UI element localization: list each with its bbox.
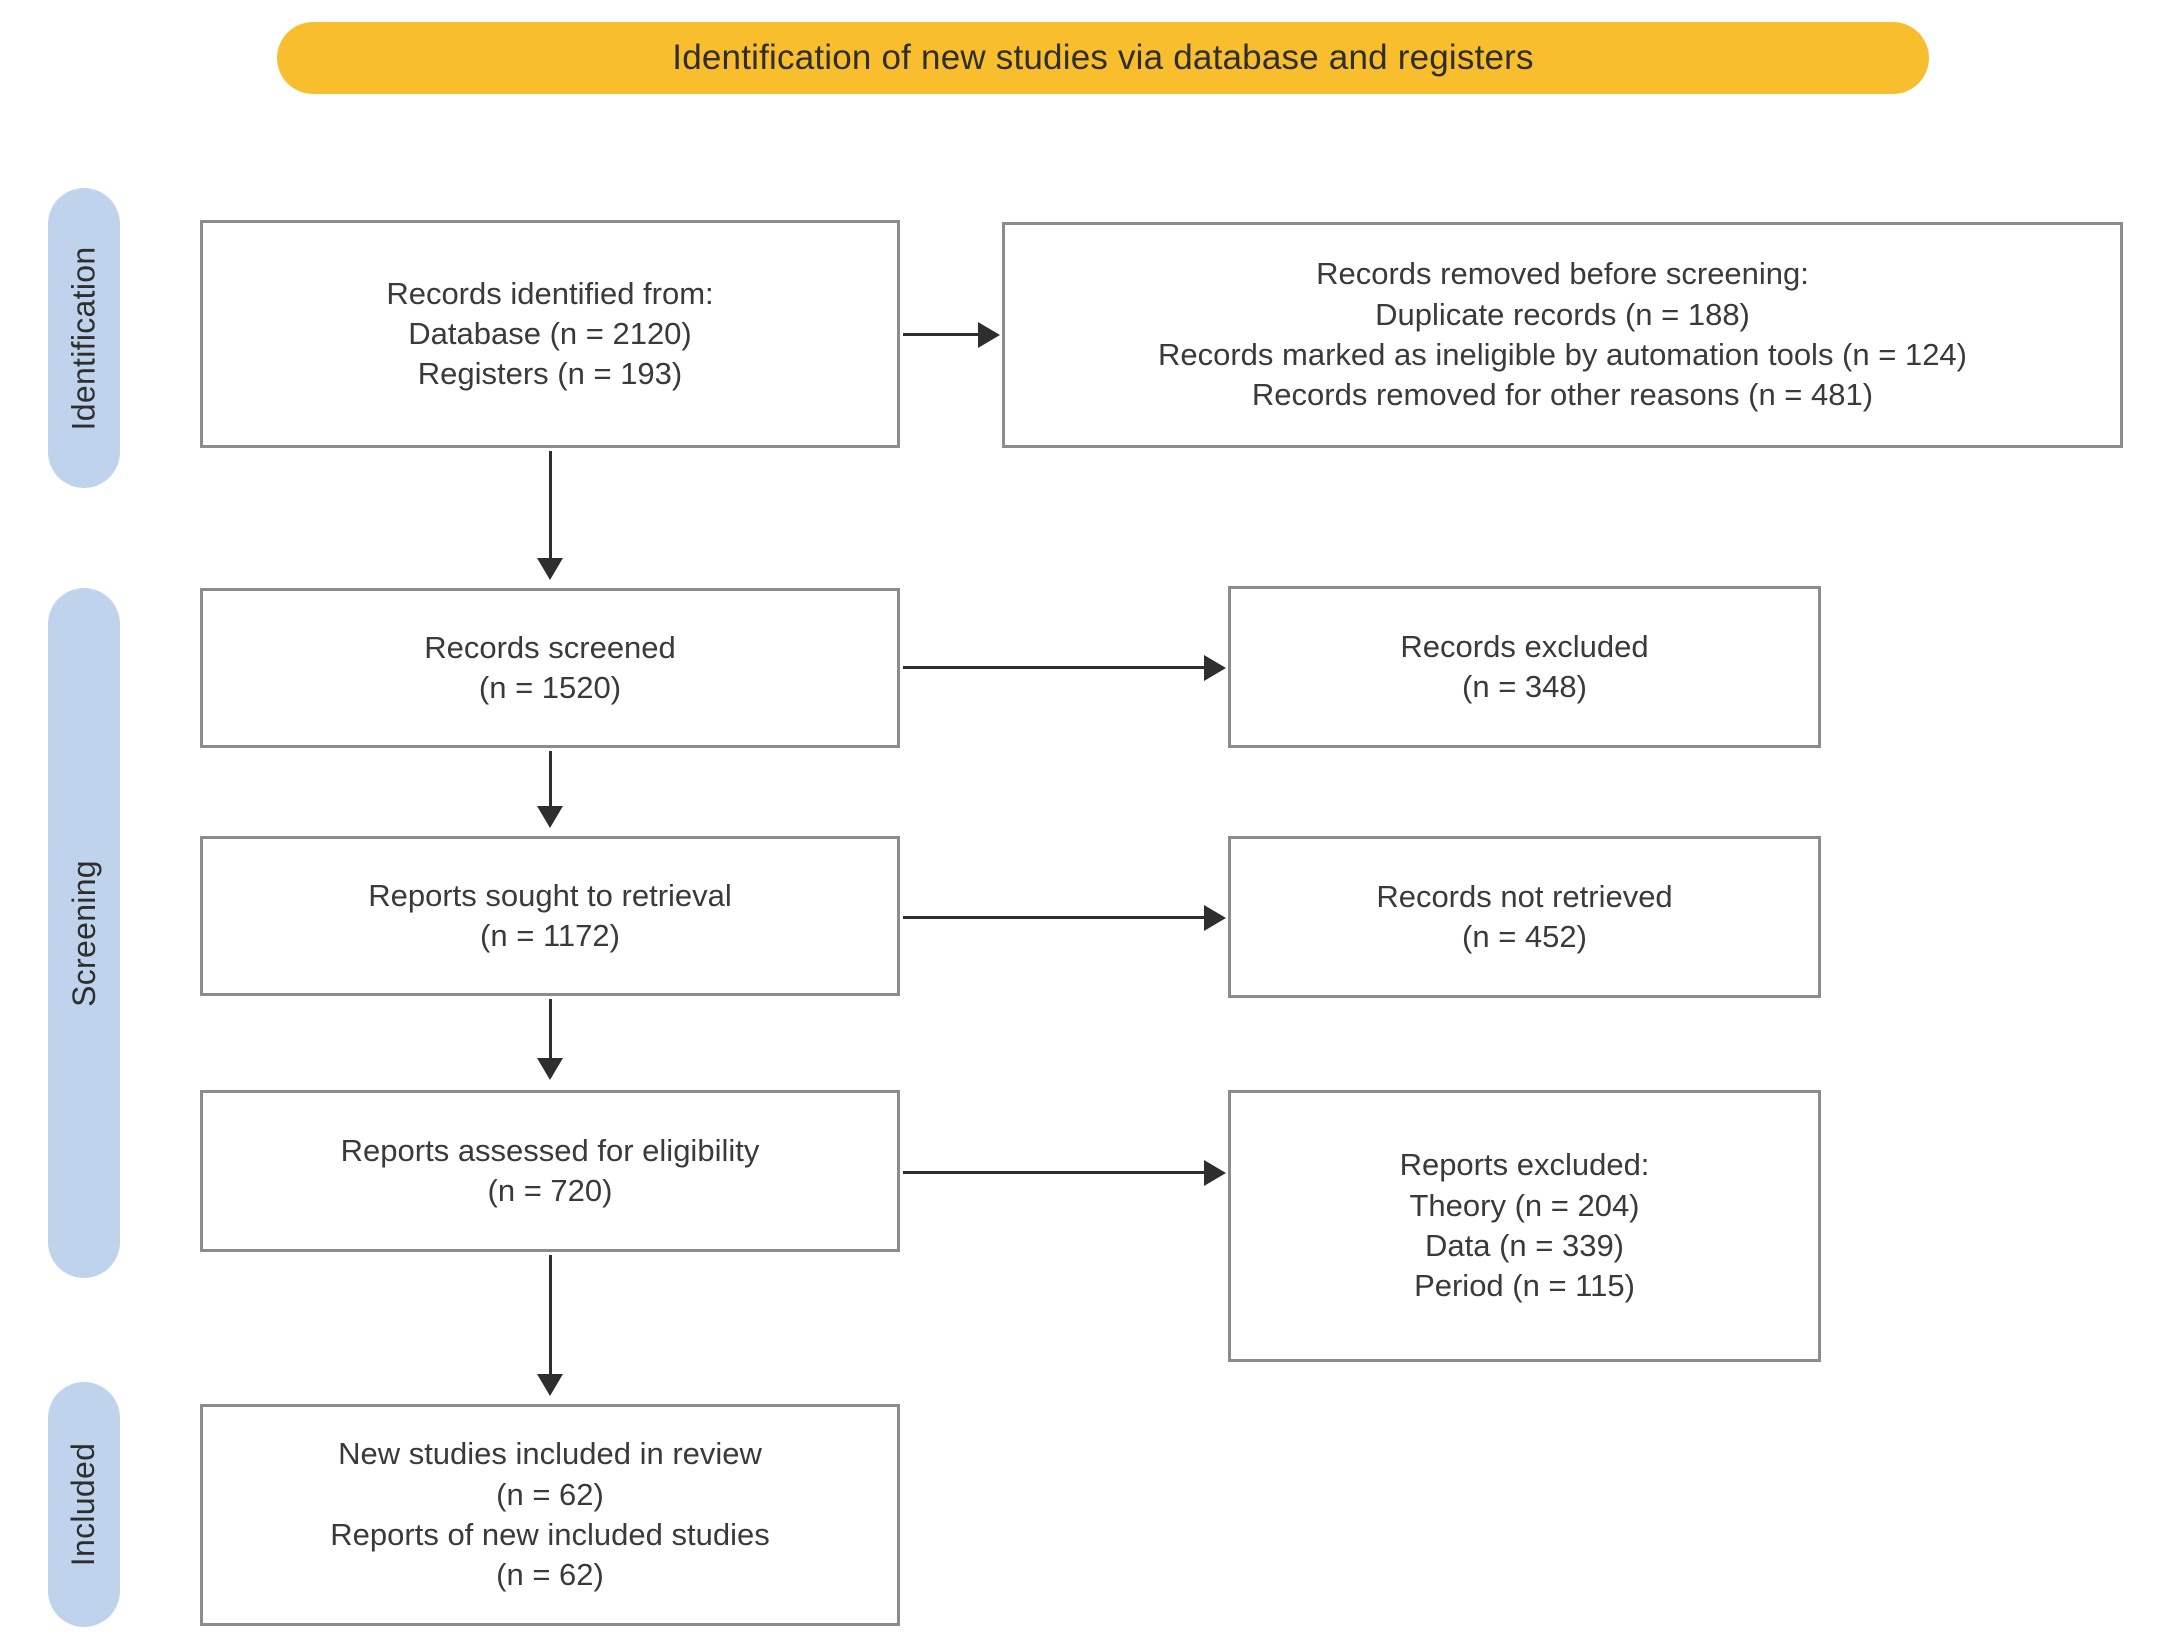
arrowhead-identified-to-screened: [537, 558, 563, 580]
box-reports-excluded: Reports excluded: Theory (n = 204) Data …: [1228, 1090, 1821, 1362]
box-line: (n = 62): [496, 1476, 604, 1512]
box-records-screened: Records screened (n = 1520): [200, 588, 900, 748]
box-line: Reports of new included studies: [330, 1517, 770, 1552]
arrowhead-assessed-to-included: [537, 1374, 563, 1396]
stage-pill-included: Included: [48, 1382, 120, 1627]
box-line: Period (n = 115): [1414, 1268, 1635, 1304]
box-line: Reports excluded:: [1399, 1147, 1650, 1183]
connector-screened-to-excluded: [903, 666, 1206, 669]
box-line: (n = 720): [487, 1173, 613, 1208]
diagram-title: Identification of new studies via databa…: [672, 37, 1534, 77]
connector-identified-to-removed: [903, 333, 980, 336]
box-line: Data (n = 339): [1424, 1228, 1625, 1263]
connector-identified-to-screened: [549, 451, 552, 561]
box-reports-sought-to-retrieval: Reports sought to retrieval (n = 1172): [200, 836, 900, 996]
box-line: Reports sought to retrieval: [368, 877, 732, 913]
box-records-excluded: Records excluded (n = 348): [1228, 586, 1821, 748]
box-line: Records removed before screening:: [1316, 256, 1809, 292]
box-records-removed-before-screening: Records removed before screening: Duplic…: [1002, 222, 2123, 448]
stage-pill-identification: Identification: [48, 188, 120, 488]
stage-label-included: Included: [65, 1442, 102, 1567]
connector-sought-to-assessed: [549, 999, 552, 1061]
box-records-identified: Records identified from: Database (n = 2…: [200, 220, 900, 448]
box-line: Registers (n = 193): [417, 356, 683, 392]
arrowhead-assessed-to-reportsexcluded: [1204, 1160, 1226, 1186]
stage-label-screening: Screening: [65, 859, 102, 1007]
box-line: Reports assessed for eligibility: [340, 1132, 760, 1168]
box-records-not-retrieved: Records not retrieved (n = 452): [1228, 836, 1821, 998]
arrowhead-sought-to-assessed: [537, 1058, 563, 1080]
box-line: Records marked as ineligible by automati…: [1157, 337, 1967, 372]
box-reports-assessed-for-eligibility: Reports assessed for eligibility (n = 72…: [200, 1090, 900, 1252]
box-line: New studies included in review: [338, 1436, 762, 1472]
diagram-title-banner: Identification of new studies via databa…: [277, 22, 1929, 94]
box-line: (n = 452): [1462, 919, 1587, 954]
connector-screened-to-sought: [549, 751, 552, 809]
box-line: (n = 348): [1462, 669, 1587, 704]
box-line: Database (n = 2120): [408, 315, 692, 351]
arrowhead-sought-to-notretrieved: [1204, 905, 1226, 931]
box-line: (n = 1172): [480, 918, 620, 953]
box-line: Records identified from:: [386, 275, 714, 311]
box-line: Records excluded: [1400, 628, 1649, 664]
box-line: Duplicate records (n = 188): [1375, 296, 1750, 332]
connector-assessed-to-included: [549, 1255, 552, 1377]
box-line: (n = 62): [496, 1557, 604, 1593]
connector-assessed-to-reportsexcluded: [903, 1171, 1206, 1174]
stage-label-identification: Identification: [65, 246, 102, 430]
box-line: Records screened: [424, 629, 676, 665]
connector-sought-to-notretrieved: [903, 916, 1206, 919]
box-line: Theory (n = 204): [1409, 1187, 1640, 1223]
box-new-studies-included: New studies included in review (n = 62) …: [200, 1404, 900, 1626]
arrowhead-screened-to-sought: [537, 806, 563, 828]
arrowhead-screened-to-excluded: [1204, 655, 1226, 681]
stage-pill-screening: Screening: [48, 588, 120, 1278]
box-line: Records not retrieved: [1376, 878, 1673, 914]
arrowhead-identified-to-removed: [978, 322, 1000, 348]
box-line: (n = 1520): [478, 670, 622, 705]
box-line: Records removed for other reasons (n = 4…: [1251, 377, 1874, 413]
